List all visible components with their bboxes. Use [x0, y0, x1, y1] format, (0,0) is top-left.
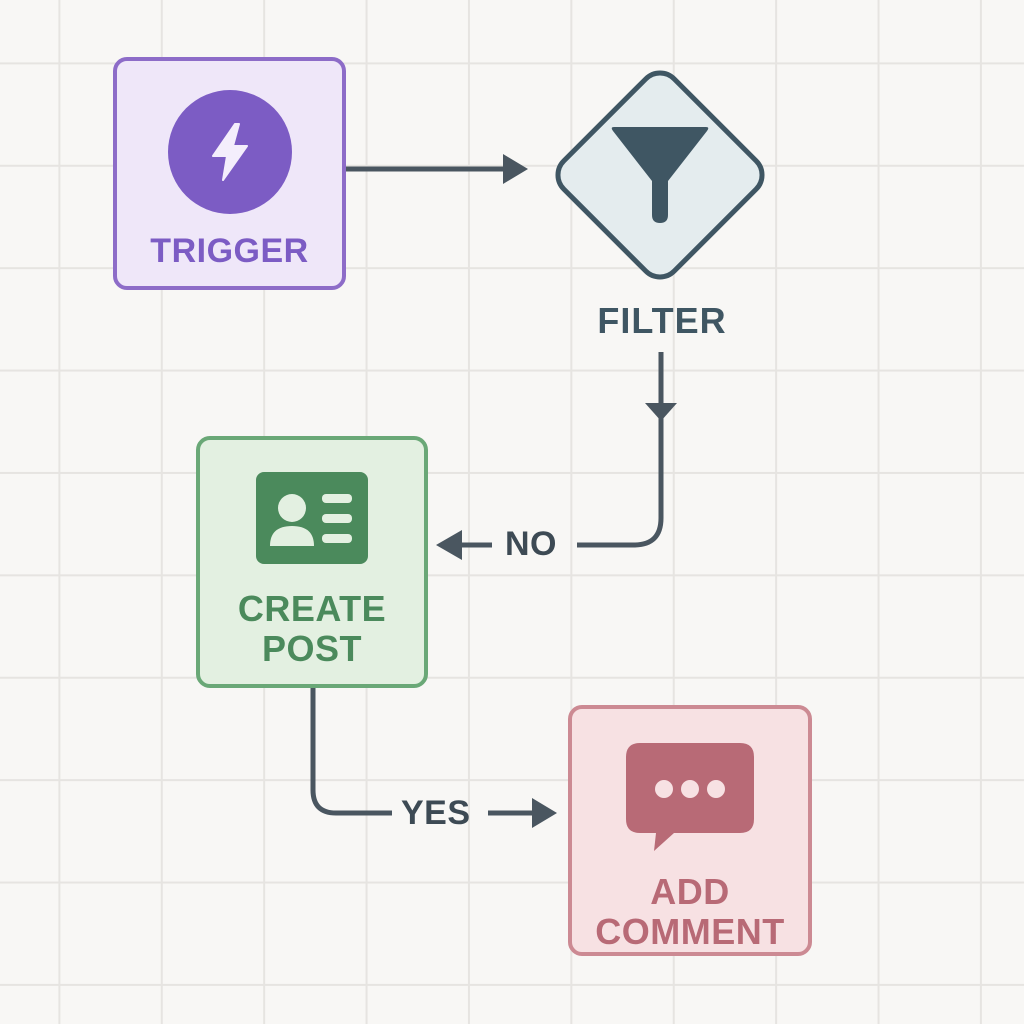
trigger-node[interactable]: TRIGGER [113, 57, 346, 290]
edge-trigger-to-filter [346, 154, 528, 184]
filter-node[interactable] [540, 55, 780, 295]
create-post-label: CREATE POST [237, 588, 387, 670]
profile-card-icon [256, 472, 368, 564]
trigger-label: TRIGGER [150, 232, 309, 270]
edge-label-yes: YES [401, 794, 471, 832]
funnel-icon [611, 127, 709, 223]
filter-label: FILTER [597, 300, 727, 341]
trigger-icon-circle [167, 90, 292, 214]
edge-filter-to-create-post [436, 352, 677, 560]
create-post-node[interactable]: CREATE POST [196, 436, 428, 688]
edge-create-post-to-add-comment [310, 688, 557, 828]
add-comment-node[interactable]: ADD COMMENT [568, 705, 812, 956]
edge-label-no: NO [505, 525, 557, 563]
add-comment-label: ADD COMMENT [595, 871, 785, 953]
speech-bubble-icon [626, 743, 754, 851]
lightning-bolt-icon [211, 123, 248, 181]
